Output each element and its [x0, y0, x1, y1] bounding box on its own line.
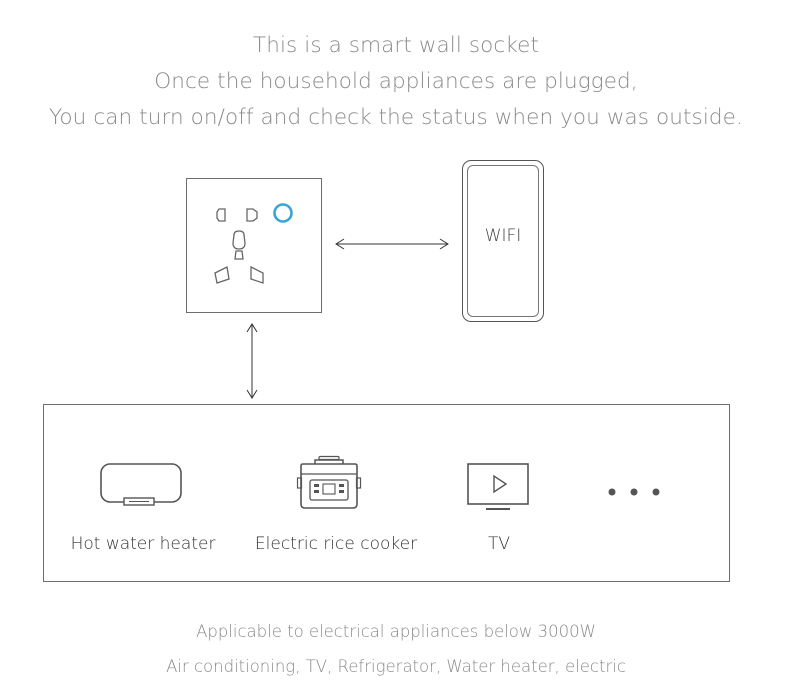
smart-socket-panel	[186, 178, 322, 313]
appliance-label-tv: TV	[487, 534, 511, 554]
appliance-panel	[43, 404, 730, 582]
footer-line-2: Air conditioning, TV, Refrigerator, Wate…	[166, 657, 626, 676]
vertical-double-arrow-icon	[246, 323, 258, 399]
phone-screen	[467, 165, 539, 317]
horizontal-double-arrow-icon	[335, 238, 449, 250]
water-heater-icon	[100, 463, 182, 506]
socket-outlets-icon	[214, 203, 293, 284]
ellipsis-icon	[608, 488, 660, 496]
appliance-label-water-heater: Hot water heater	[70, 534, 216, 554]
phone-wifi-label: WIFI	[484, 226, 522, 246]
smartphone: WIFI	[462, 160, 544, 322]
power-indicator-icon	[273, 203, 293, 223]
headline-line-2: Once the household appliances are plugge…	[154, 69, 638, 94]
headline-line-3: You can turn on/off and check the status…	[49, 105, 743, 130]
rice-cooker-icon	[296, 455, 362, 509]
footer-line-1: Applicable to electrical appliances belo…	[196, 622, 596, 641]
headline-line-1: This is a smart wall socket	[253, 33, 539, 58]
tv-icon	[467, 463, 529, 510]
appliance-label-rice-cooker: Electric rice cooker	[254, 534, 418, 554]
